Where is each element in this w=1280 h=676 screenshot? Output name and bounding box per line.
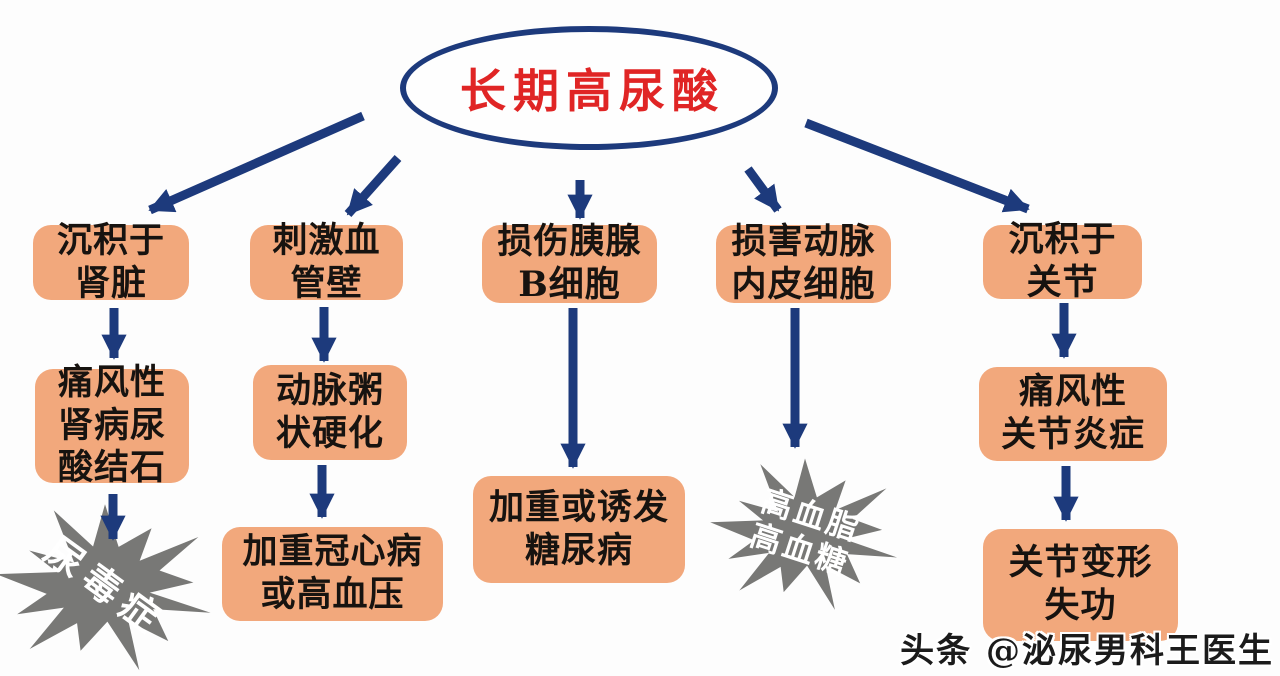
arrow-root-to-joint <box>804 118 1030 214</box>
node-joint-deformity: 关节变形 失功 <box>983 529 1178 641</box>
node-damage-artery-endothelium: 损害动脉 内皮细胞 <box>716 221 891 305</box>
arrow-root-to-kidney <box>148 111 365 215</box>
root-ellipse: 长期高尿酸 <box>400 26 778 150</box>
node-gouty-arthritis: 痛风性 关节炎症 <box>979 367 1167 461</box>
watermark-credit: 头条 @泌尿男科王医生 <box>900 631 1274 671</box>
node-deposit-joint: 沉积于 关节 <box>983 219 1142 303</box>
node-gouty-nephropathy-stones: 痛风性 肾病尿 酸结石 <box>35 362 189 488</box>
arrow-root-to-artery <box>744 166 782 213</box>
node-worsen-chd-hypertension: 加重冠心病 或高血压 <box>222 527 443 621</box>
node-damage-pancreas-bcells: 损伤胰腺 B细胞 <box>482 221 657 305</box>
starburst-shape <box>0 504 211 671</box>
root-title: 长期高尿酸 <box>460 64 725 118</box>
node-deposit-kidney: 沉积于 肾脏 <box>33 220 189 304</box>
node-stimulate-vessel-wall: 刺激血 管壁 <box>250 220 403 304</box>
node-atherosclerosis: 动脉粥 状硬化 <box>253 365 407 460</box>
arrow-root-to-vessel <box>344 155 402 217</box>
burst-hyperlipidemia-hyperglycemia: 高血脂 高血糖 <box>696 451 914 617</box>
burst-uremia: 尿毒症 <box>0 496 230 676</box>
starburst-shape <box>710 458 898 610</box>
node-induce-diabetes: 加重或诱发 糖尿病 <box>473 476 685 583</box>
